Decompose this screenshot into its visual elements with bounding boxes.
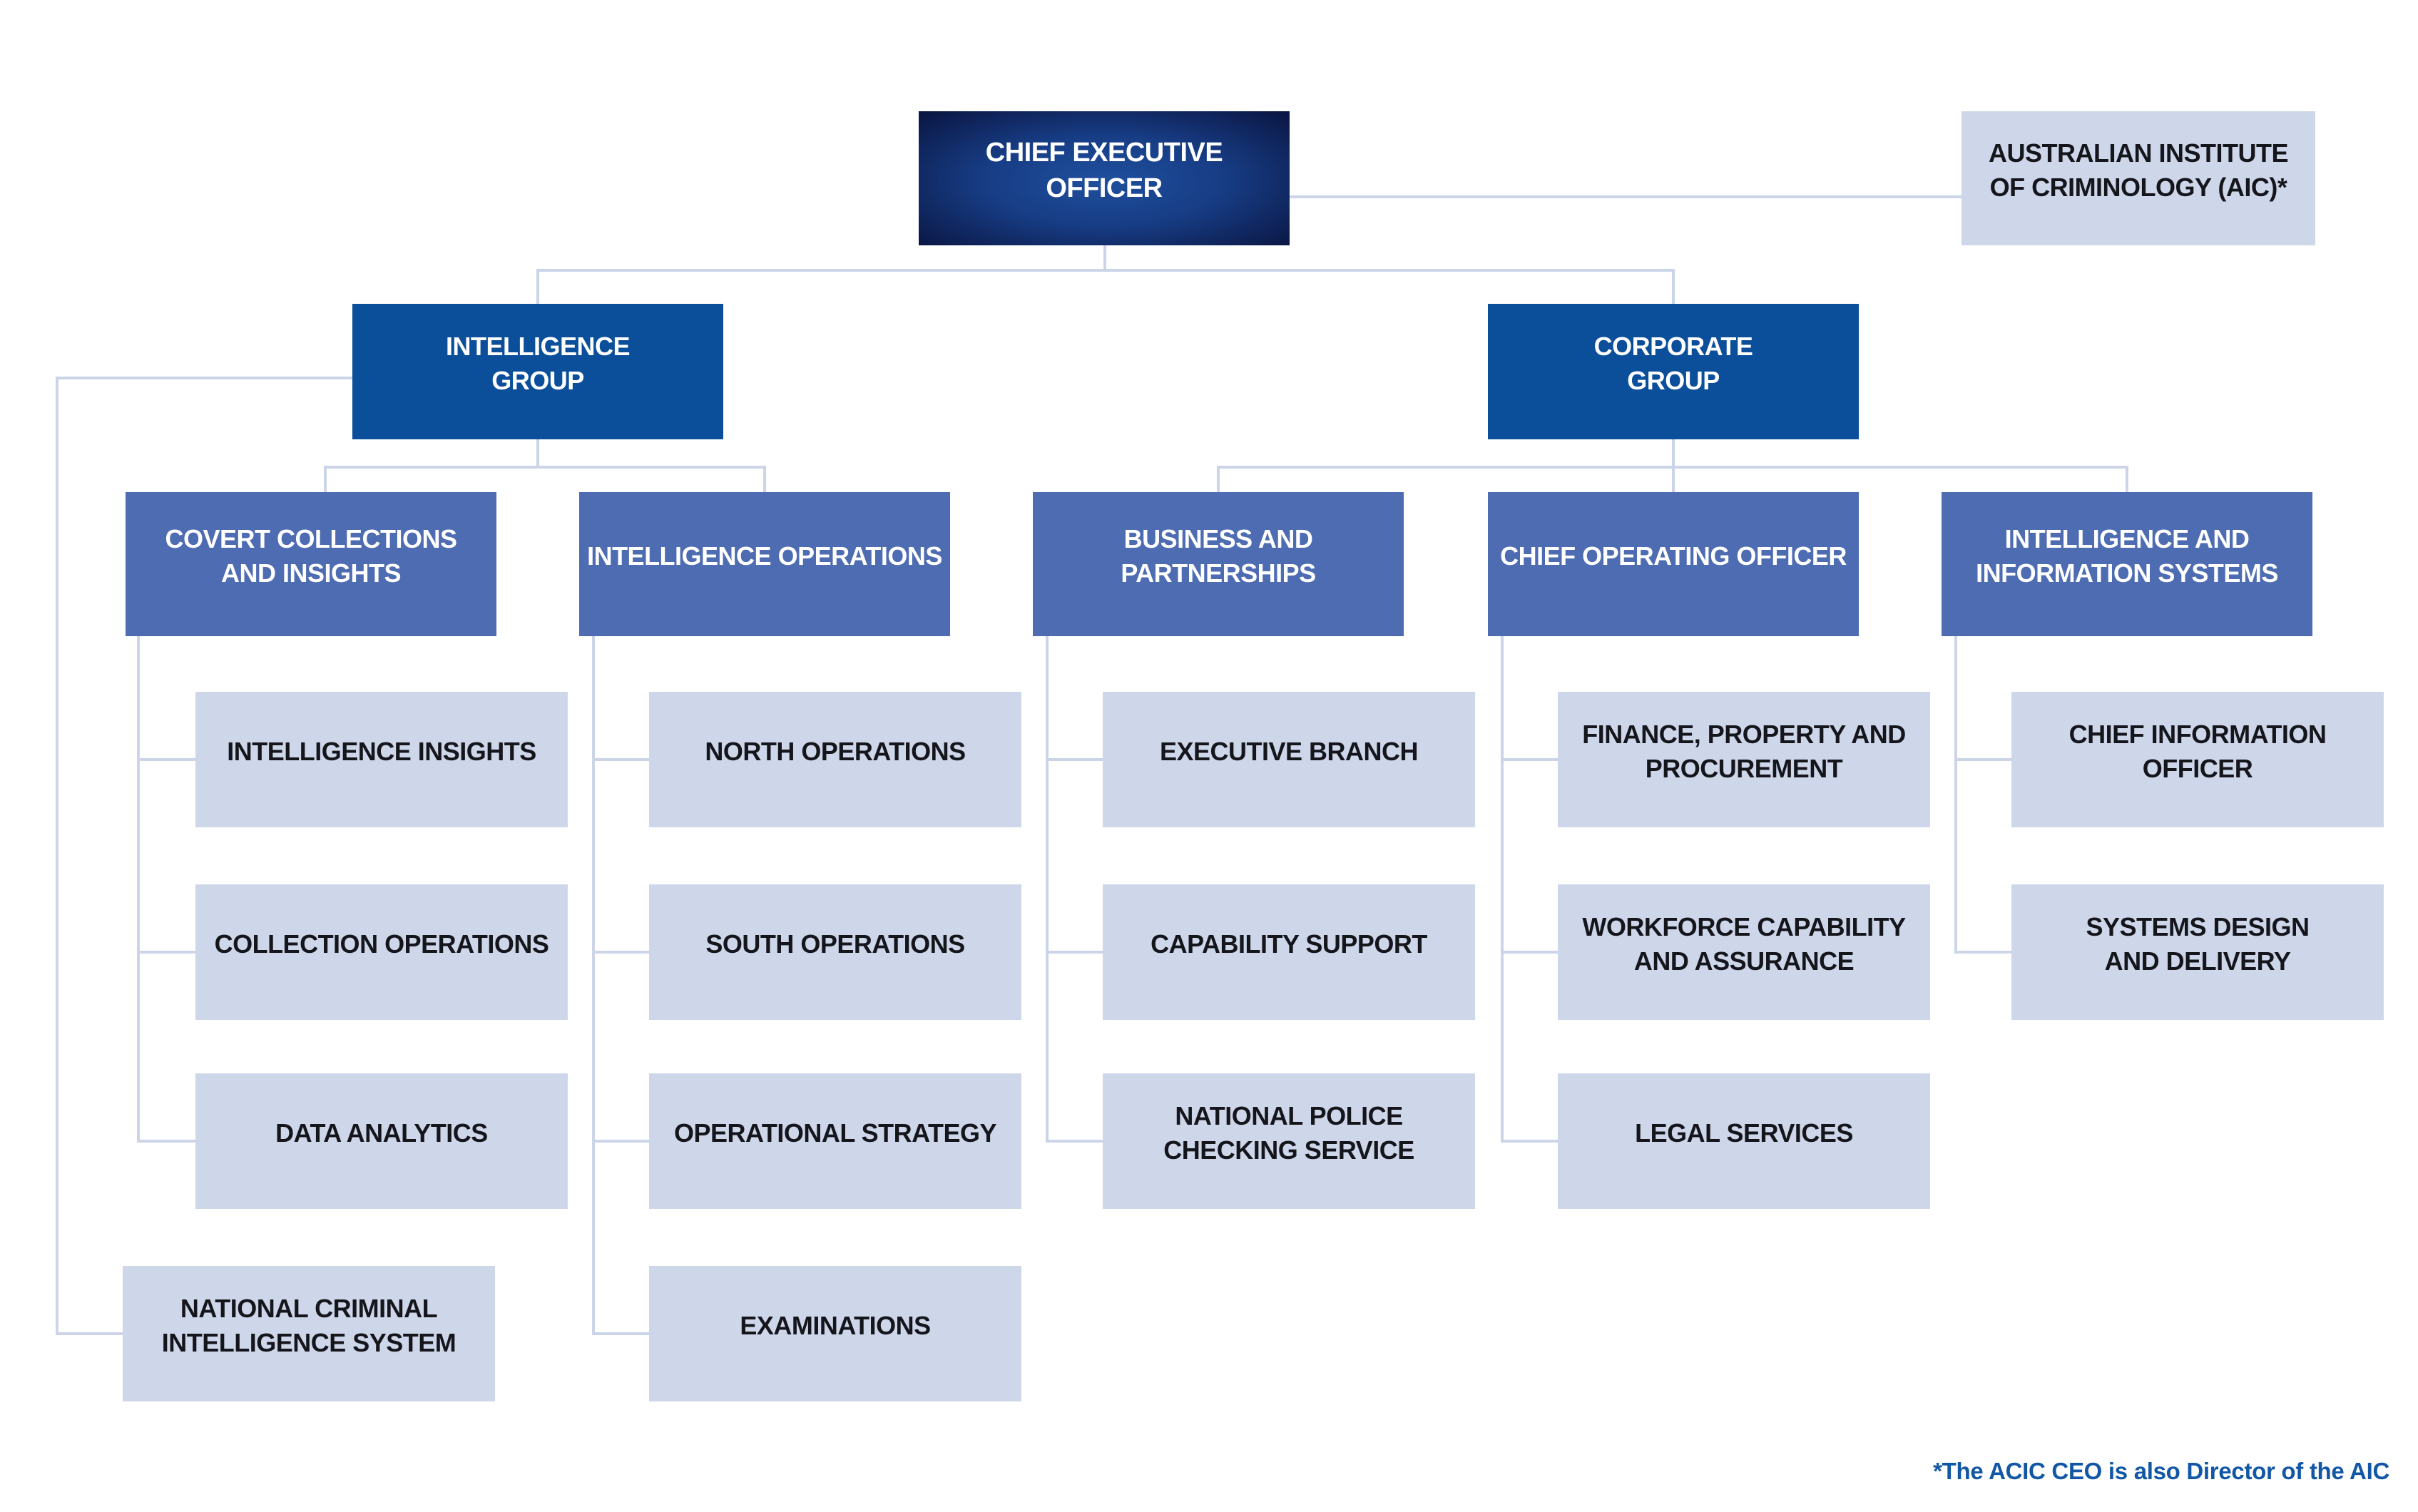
connector-into-intelligence-operations: [763, 466, 766, 492]
node-south-operations: SOUTH OPERATIONS: [649, 884, 1021, 1020]
node-data-analytics: DATA ANALYTICS: [195, 1073, 568, 1209]
node-collection-operations: COLLECTION OPERATIONS: [195, 884, 568, 1020]
connector-groups-span: [536, 269, 1675, 272]
data-analytics-label: DATA ANALYTICS: [275, 1118, 488, 1148]
connector-into-intelligence-group: [536, 269, 539, 304]
stub-capability-support: [1046, 951, 1103, 954]
node-north-operations: NORTH OPERATIONS: [649, 692, 1021, 827]
node-capability-support: CAPABILITY SUPPORT: [1103, 884, 1475, 1020]
stub-chief-information-officer: [1954, 758, 2011, 761]
workforce-capability-and-assurance-label: WORKFORCE CAPABILITY AND ASSURANCE: [1582, 912, 1906, 976]
node-examinations: EXAMINATIONS: [649, 1266, 1021, 1401]
stub-workforce-capability-assurance: [1501, 951, 1558, 954]
node-business-and-partnerships: BUSINESS AND PARTNERSHIPS: [1033, 492, 1404, 636]
spine-intelligence-information-systems: [1954, 636, 1957, 954]
stub-south-operations: [592, 951, 649, 954]
connector-into-business-partnerships: [1217, 466, 1220, 492]
chief-executive-officer-label: CHIEF EXECUTIVE OFFICER: [985, 137, 1223, 203]
stub-intelligence-insights: [137, 758, 195, 761]
business-and-partnerships-label: BUSINESS AND PARTNERSHIPS: [1121, 524, 1316, 588]
connector-ceo-to-aic: [1290, 195, 1962, 198]
connector-into-intelligence-information-systems: [2126, 466, 2128, 492]
node-executive-branch: EXECUTIVE BRANCH: [1103, 692, 1475, 827]
intelligence-and-information-systems-label: INTELLIGENCE AND INFORMATION SYSTEMS: [1976, 524, 2278, 588]
stub-finance-property-procurement: [1501, 758, 1558, 761]
connector-into-covert-collections: [324, 466, 327, 492]
node-covert-collections-and-insights: COVERT COLLECTIONS AND INSIGHTS: [126, 492, 496, 636]
stub-data-analytics: [137, 1140, 195, 1143]
connector-into-corporate-group: [1672, 269, 1675, 304]
spine-intelligence-operations: [592, 636, 595, 1335]
node-workforce-capability-and-assurance: WORKFORCE CAPABILITY AND ASSURANCE: [1558, 884, 1930, 1020]
operational-strategy-label: OPERATIONAL STRATEGY: [673, 1118, 997, 1148]
stub-collection-operations: [137, 951, 195, 954]
examinations-label: EXAMINATIONS: [740, 1311, 931, 1341]
connector-intelligence-divisions-span: [324, 466, 766, 469]
footnote: *The ACIC CEO is also Director of the AI…: [1933, 1458, 2389, 1484]
chief-operating-officer-label: CHIEF OPERATING OFFICER: [1500, 541, 1847, 571]
node-intelligence-group: INTELLIGENCE GROUP: [352, 304, 723, 439]
node-australian-institute-of-criminology: AUSTRALIAN INSTITUTE OF CRIMINOLOGY (AIC…: [1962, 111, 2315, 245]
stub-examinations: [592, 1332, 649, 1335]
north-operations-label: NORTH OPERATIONS: [705, 737, 966, 767]
stub-north-operations: [592, 758, 649, 761]
node-operational-strategy: OPERATIONAL STRATEGY: [649, 1073, 1021, 1209]
node-corporate-group: CORPORATE GROUP: [1488, 304, 1859, 439]
spine-chief-operating-officer: [1501, 636, 1504, 1143]
stub-operational-strategy: [592, 1140, 649, 1143]
australian-institute-of-criminology-label: AUSTRALIAN INSTITUTE OF CRIMINOLOGY (AIC…: [1989, 138, 2288, 202]
systems-design-and-delivery-label: SYSTEMS DESIGN AND DELIVERY: [2086, 912, 2310, 976]
spine-business-partnerships: [1046, 636, 1049, 1143]
executive-branch-label: EXECUTIVE BRANCH: [1159, 737, 1419, 767]
node-intelligence-operations: INTELLIGENCE OPERATIONS: [579, 492, 950, 636]
south-operations-label: SOUTH OPERATIONS: [705, 929, 965, 959]
node-chief-operating-officer: CHIEF OPERATING OFFICER: [1488, 492, 1859, 636]
spine-covert-collections: [137, 636, 140, 1143]
node-finance-property-and-procurement: FINANCE, PROPERTY AND PROCUREMENT: [1558, 692, 1930, 827]
connector-ceo-down: [1103, 245, 1106, 272]
connector-into-chief-operating-officer: [1672, 466, 1675, 492]
intelligence-operations-label: INTELLIGENCE OPERATIONS: [587, 541, 942, 571]
node-legal-services: LEGAL SERVICES: [1558, 1073, 1930, 1209]
capability-support-label: CAPABILITY SUPPORT: [1151, 929, 1427, 959]
node-chief-information-officer: CHIEF INFORMATION OFFICER: [2011, 692, 2384, 827]
link-ncis-from-group-top: [56, 377, 352, 379]
national-criminal-intelligence-system-label: NATIONAL CRIMINAL INTELLIGENCE SYSTEM: [161, 1294, 456, 1357]
connector-corporate-group-down: [1672, 439, 1675, 469]
stub-executive-branch: [1046, 758, 1103, 761]
node-intelligence-insights: INTELLIGENCE INSIGHTS: [195, 692, 568, 827]
finance-property-and-procurement-label: FINANCE, PROPERTY AND PROCUREMENT: [1582, 720, 1906, 783]
node-systems-design-and-delivery: SYSTEMS DESIGN AND DELIVERY: [2011, 884, 2384, 1020]
collection-operations-label: COLLECTION OPERATIONS: [214, 929, 549, 959]
connector-intelligence-group-down: [536, 439, 539, 469]
covert-collections-and-insights-label: COVERT COLLECTIONS AND INSIGHTS: [165, 524, 457, 588]
link-ncis-vertical: [56, 377, 58, 1335]
node-national-criminal-intelligence-system: NATIONAL CRIMINAL INTELLIGENCE SYSTEM: [123, 1266, 495, 1401]
stub-ncis: [56, 1332, 123, 1335]
node-chief-executive-officer: CHIEF EXECUTIVE OFFICER: [919, 111, 1290, 245]
chief-information-officer-label: CHIEF INFORMATION OFFICER: [2068, 720, 2327, 783]
intelligence-insights-label: INTELLIGENCE INSIGHTS: [227, 737, 536, 767]
intelligence-group-label: INTELLIGENCE GROUP: [445, 332, 631, 395]
stub-systems-design-delivery: [1954, 951, 2011, 954]
node-intelligence-and-information-systems: INTELLIGENCE AND INFORMATION SYSTEMS: [1942, 492, 2312, 636]
legal-services-label: LEGAL SERVICES: [1635, 1118, 1853, 1148]
node-national-police-checking-service: NATIONAL POLICE CHECKING SERVICE: [1103, 1073, 1475, 1209]
corporate-group-label: CORPORATE GROUP: [1593, 332, 1753, 395]
national-police-checking-service-label: NATIONAL POLICE CHECKING SERVICE: [1163, 1101, 1414, 1165]
stub-legal-services: [1501, 1140, 1558, 1143]
stub-national-police-checking-service: [1046, 1140, 1103, 1143]
